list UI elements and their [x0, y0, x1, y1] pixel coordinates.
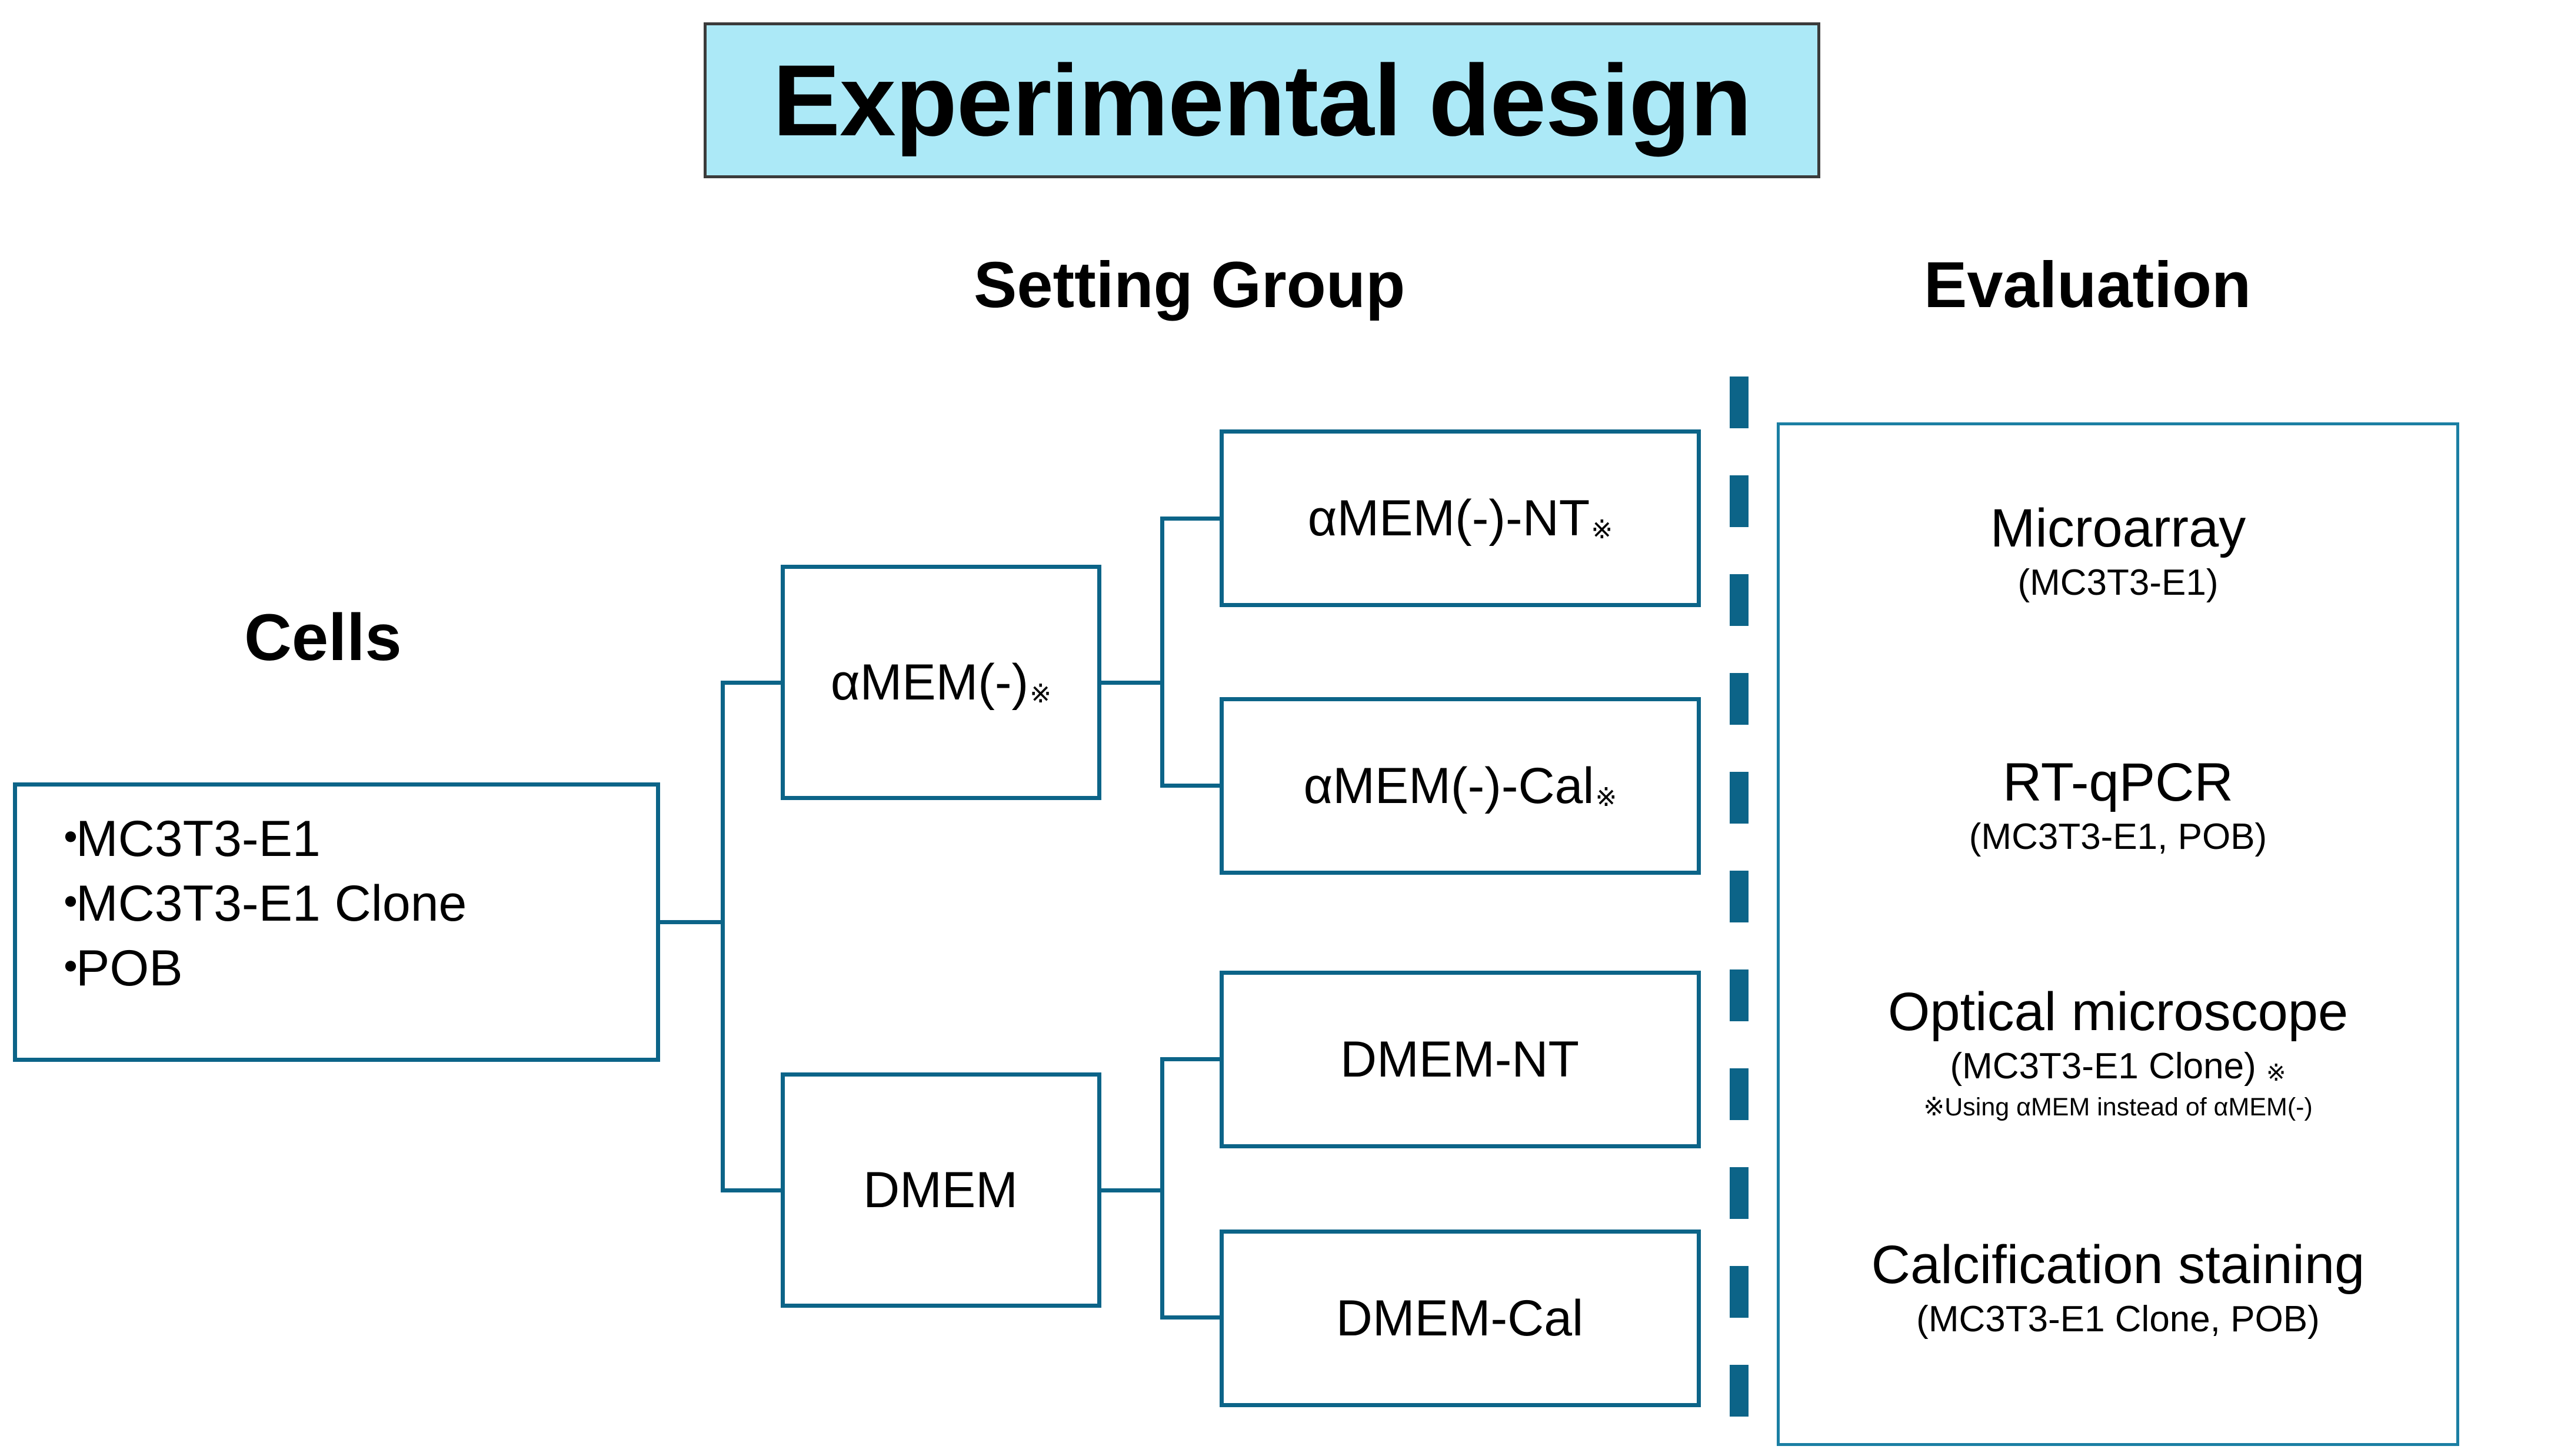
column-heading-evaluation: Evaluation [1924, 249, 2252, 321]
evaluation-item-title: Optical microscope [1887, 982, 2349, 1042]
connector-dmem-stub [1100, 1188, 1161, 1192]
evaluation-item-title: RT-qPCR [2003, 752, 2233, 812]
list-item: ・MC3T3-E1 Clone [17, 871, 656, 936]
medium-box-amem-minus: αMEM(-)※ [781, 565, 1101, 800]
reference-mark-icon: ※ [2266, 1059, 2286, 1086]
group-box-label: αMEM(-)-Cal※ [1303, 758, 1617, 814]
evaluation-item-subtitle: (MC3T3-E1 Clone, POB) [1916, 1298, 2320, 1340]
connector-amem-stub [1100, 681, 1161, 685]
medium-box-label: DMEM [863, 1162, 1018, 1218]
bullet-icon: ・ [45, 875, 96, 932]
evaluation-item-title: Microarray [1990, 498, 2246, 558]
evaluation-item: RT-qPCR (MC3T3-E1, POB) [1780, 752, 2456, 857]
evaluation-item: Calcification staining (MC3T3-E1 Clone, … [1780, 1237, 2456, 1340]
group-box-dmem-nt: DMEM-NT [1220, 971, 1701, 1148]
list-item-label: MC3T3-E1 [76, 811, 321, 867]
reference-mark-icon: ※ [1595, 783, 1617, 812]
evaluation-item: Optical microscope (MC3T3-E1 Clone) ※ ※U… [1780, 984, 2456, 1121]
medium-box-label: αMEM(-)※ [830, 654, 1052, 711]
connector-cells-spine [721, 681, 725, 1192]
reference-mark-icon: ※ [1030, 679, 1052, 709]
evaluation-item-subtitle: (MC3T3-E1 Clone) ※ [1950, 1045, 2286, 1087]
evaluation-item: Microarray (MC3T3-E1) [1780, 498, 2456, 603]
evaluation-panel: Microarray (MC3T3-E1) RT-qPCR (MC3T3-E1,… [1777, 422, 2459, 1446]
medium-box-dmem: DMEM [781, 1072, 1101, 1308]
list-item-label: POB [76, 940, 183, 997]
column-heading-cells: Cells [244, 601, 402, 674]
list-item-label: MC3T3-E1 Clone [76, 875, 467, 932]
group-box-dmem-cal: DMEM-Cal [1220, 1230, 1701, 1407]
title-banner: Experimental design [704, 22, 1820, 178]
connector-amem-spine [1160, 517, 1164, 787]
evaluation-item-title: Calcification staining [1871, 1235, 2365, 1295]
reference-mark-icon: ※ [1591, 515, 1613, 545]
cells-box: ・MC3T3-E1 ・MC3T3-E1 Clone ・POB [13, 782, 660, 1062]
column-heading-setting-group: Setting Group [974, 249, 1406, 321]
connector-amem-to-nt [1160, 517, 1221, 521]
group-box-amem-minus-cal: αMEM(-)-Cal※ [1220, 697, 1701, 875]
evaluation-item-subtitle: (MC3T3-E1, POB) [1969, 816, 2267, 857]
list-item: ・POB [17, 936, 656, 1001]
evaluation-item-footnote: ※Using αMEM instead of αMEM(-) [1923, 1092, 2313, 1121]
page-title: Experimental design [772, 44, 1751, 157]
group-box-label: DMEM-NT [1340, 1031, 1580, 1088]
bullet-icon: ・ [45, 940, 96, 997]
group-box-label: αMEM(-)-NT※ [1307, 490, 1613, 547]
bullet-icon: ・ [45, 811, 96, 867]
section-divider-dashed-line [1730, 377, 1749, 1453]
connector-dmem-spine [1160, 1057, 1164, 1319]
connector-dmem-to-cal [1160, 1315, 1221, 1320]
list-item: ・MC3T3-E1 [17, 807, 656, 871]
connector-amem-to-cal [1160, 784, 1221, 788]
connector-dmem-to-nt [1160, 1057, 1221, 1061]
evaluation-item-subtitle: (MC3T3-E1) [2017, 562, 2219, 603]
connector-cells-stub [660, 920, 725, 924]
connector-cells-to-dmem [721, 1188, 782, 1192]
group-box-label: DMEM-Cal [1336, 1290, 1584, 1347]
connector-cells-to-amem [721, 681, 782, 685]
group-box-amem-minus-nt: αMEM(-)-NT※ [1220, 429, 1701, 607]
